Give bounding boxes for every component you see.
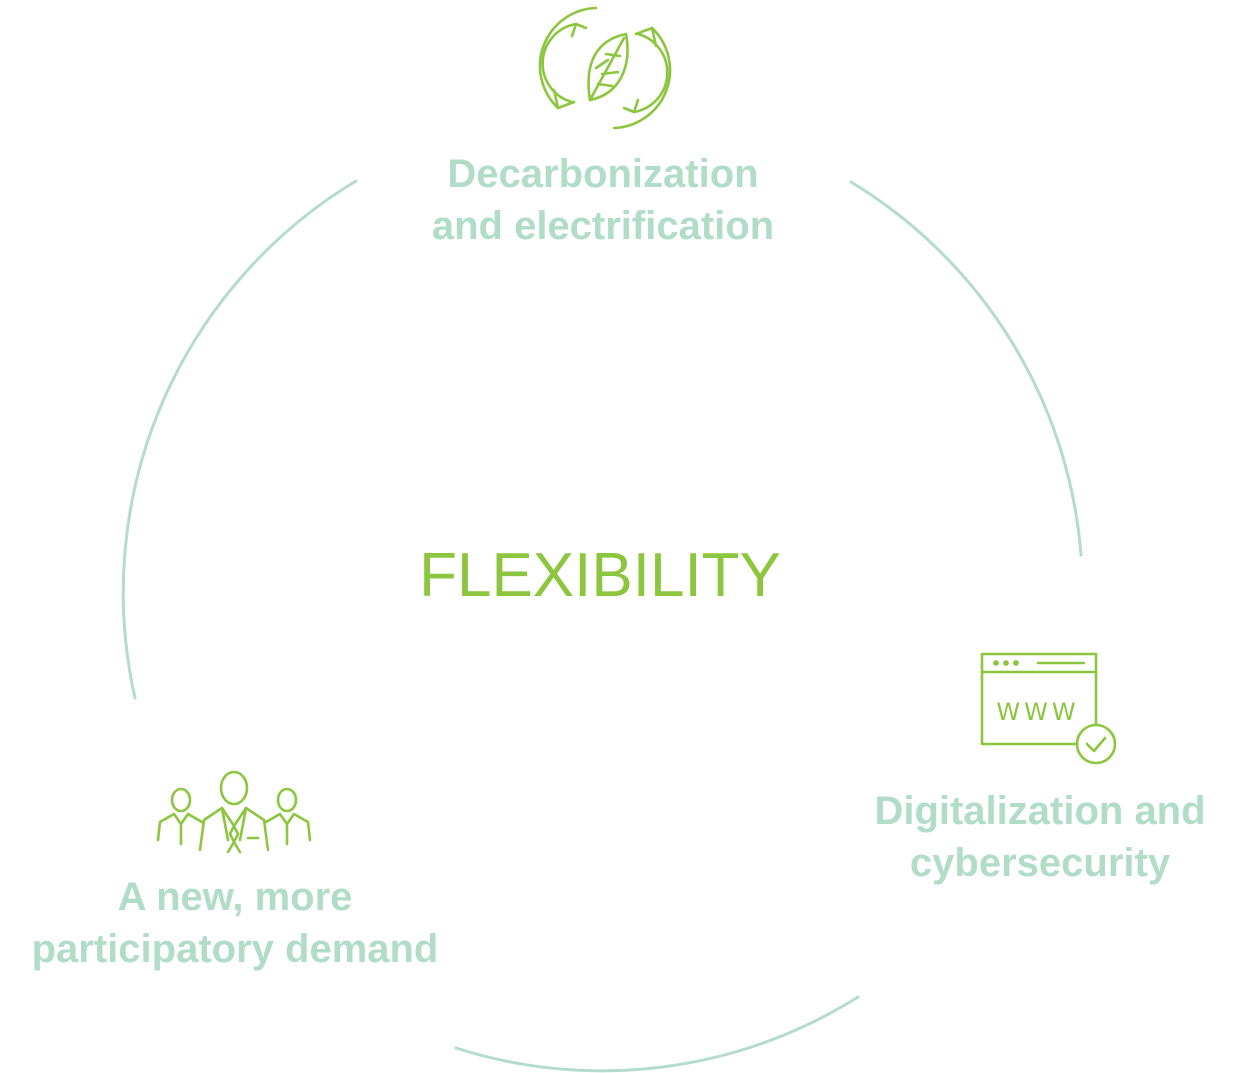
people-group-icon: [156, 770, 312, 854]
recycle-leaf-icon: [538, 6, 672, 130]
center-title: FLEXIBILITY: [419, 541, 781, 610]
ring-arc-left: [121, 179, 358, 700]
node-label-line: and electrification: [431, 204, 775, 248]
node-label-line: A new, more: [117, 875, 353, 919]
web-check-icon: WWW: [980, 652, 1117, 765]
node-label-line: cybersecurity: [909, 841, 1171, 885]
node-label-decarbonization: Decarbonization and electrification: [353, 148, 853, 252]
ring-arc-bottom: [454, 995, 860, 1073]
node-label-demand: A new, more participatory demand: [0, 871, 470, 975]
ring-arc-right: [849, 180, 1083, 557]
node-label-line: participatory demand: [31, 927, 439, 971]
node-label-line: Digitalization and: [874, 789, 1206, 833]
node-label-line: Decarbonization: [447, 152, 759, 196]
www-text: WWW: [996, 698, 1079, 726]
node-label-digitalization: Digitalization and cybersecurity: [840, 785, 1240, 889]
